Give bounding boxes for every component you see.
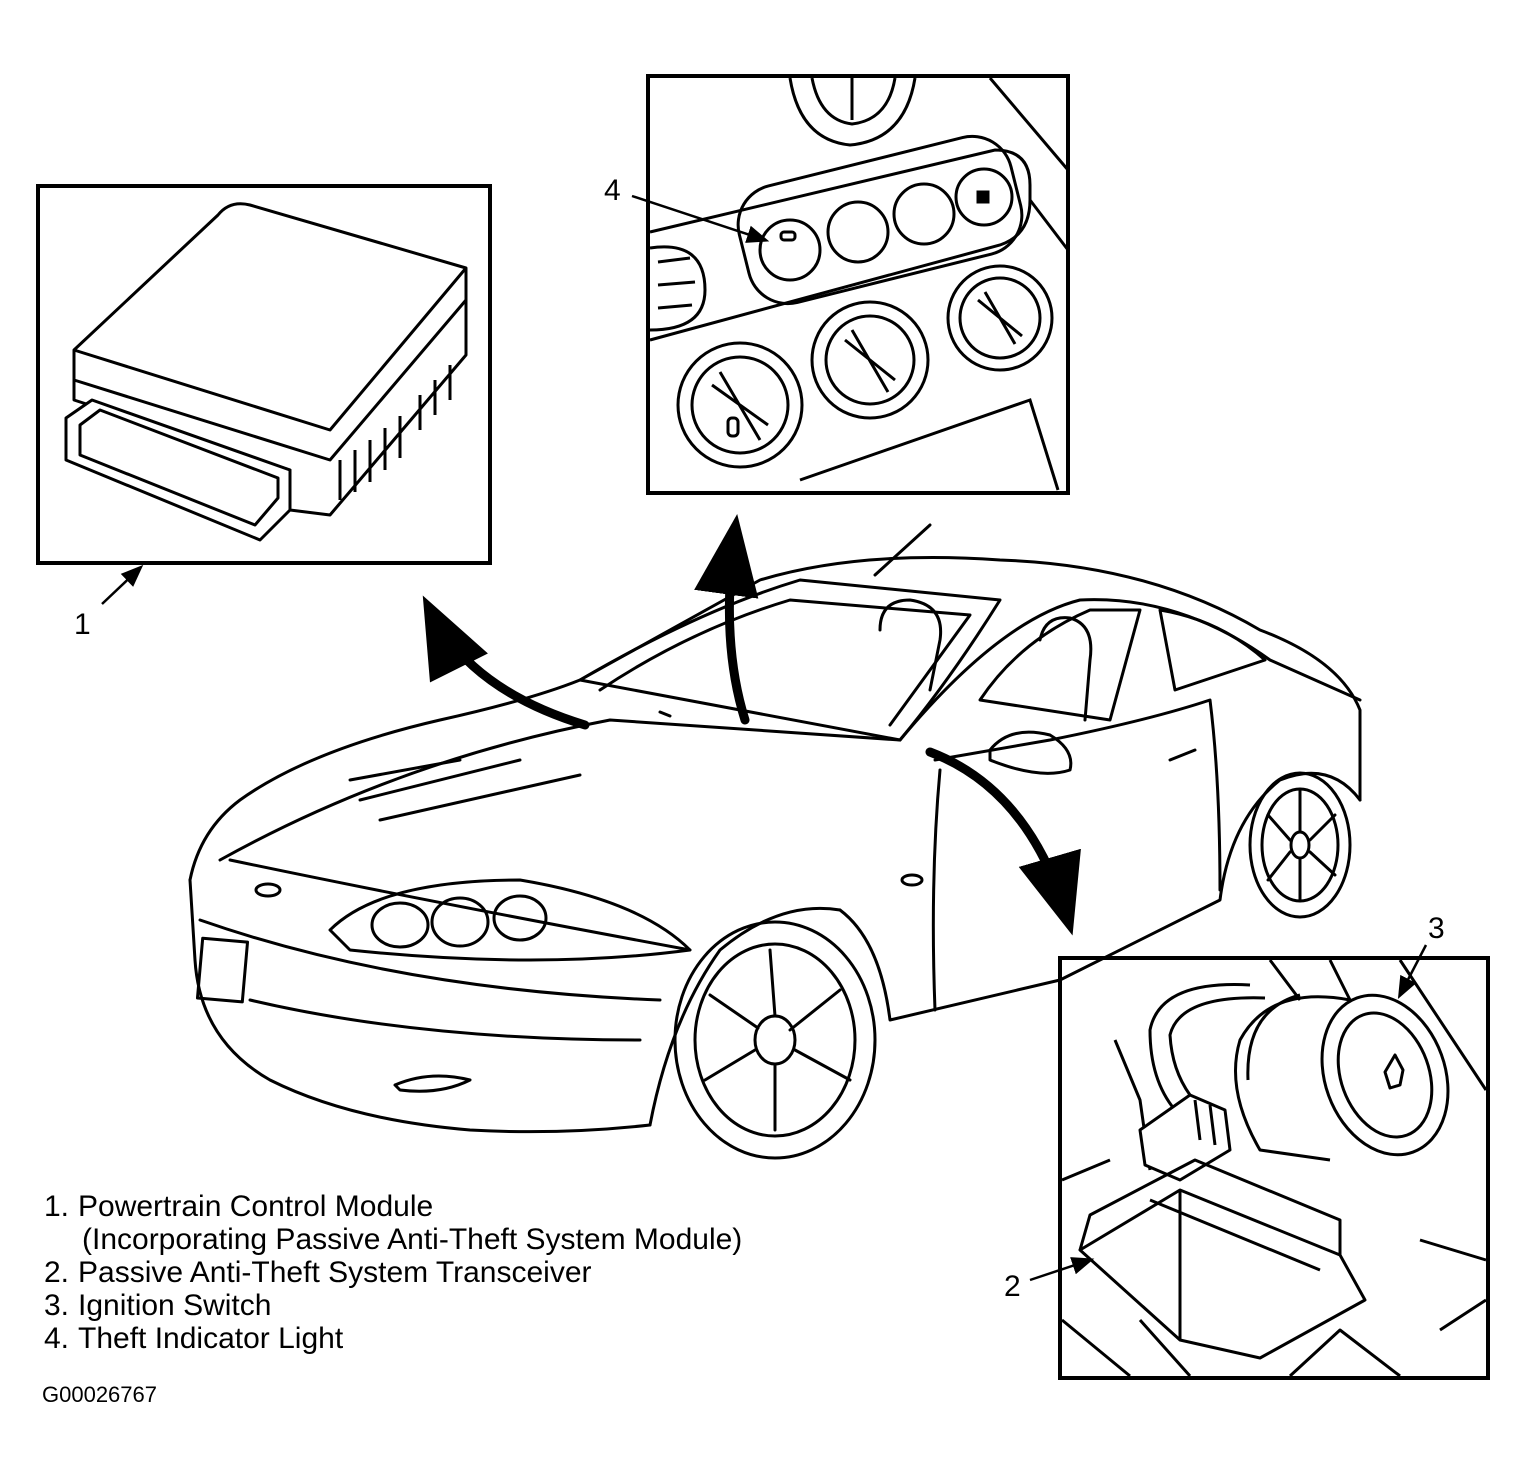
vehicle-drawing	[188, 523, 1362, 1160]
legend-item-4-text: Theft Indicator Light	[78, 1322, 344, 1355]
callout-4: 4	[604, 174, 621, 207]
legend-item-3-number: 3.	[44, 1289, 70, 1322]
instrument-panel-inset	[646, 74, 1070, 495]
legend-item-3-text: Ignition Switch	[78, 1289, 272, 1322]
legend-item-4-number: 4.	[44, 1322, 70, 1355]
pcm-inset	[36, 184, 492, 565]
arrow-to-pcm	[422, 595, 590, 730]
figure-id: G00026767	[42, 1382, 157, 1407]
callout-2: 2	[1004, 1270, 1021, 1303]
legend-item-2: 2.Passive Anti-Theft System Transceiver	[44, 1256, 742, 1289]
legend-item-2-number: 2.	[44, 1256, 70, 1289]
legend-item-2-text: Passive Anti-Theft System Transceiver	[78, 1256, 592, 1289]
callout-leaders	[101, 194, 1428, 1282]
legend: 1.Powertrain Control Module (Incorporati…	[44, 1190, 742, 1355]
callout-1: 1	[74, 608, 91, 641]
pcm-module-drawing	[64, 202, 468, 542]
pointer-arrows	[422, 513, 1081, 936]
theft-indicator-light	[758, 218, 822, 282]
ignition-inset	[1058, 956, 1490, 1380]
arrow-to-ignition	[925, 747, 1081, 936]
legend-item-1: 1.Powertrain Control Module	[44, 1190, 742, 1223]
legend-item-3: 3.Ignition Switch	[44, 1289, 742, 1322]
legend-item-1-text: Powertrain Control Module	[78, 1190, 434, 1223]
legend-item-4: 4.Theft Indicator Light	[44, 1322, 742, 1355]
callout-3: 3	[1428, 912, 1445, 945]
arrow-to-panel	[694, 513, 759, 725]
legend-item-1-number: 1.	[44, 1190, 70, 1223]
legend-item-1-continuation: (Incorporating Passive Anti-Theft System…	[82, 1223, 743, 1256]
